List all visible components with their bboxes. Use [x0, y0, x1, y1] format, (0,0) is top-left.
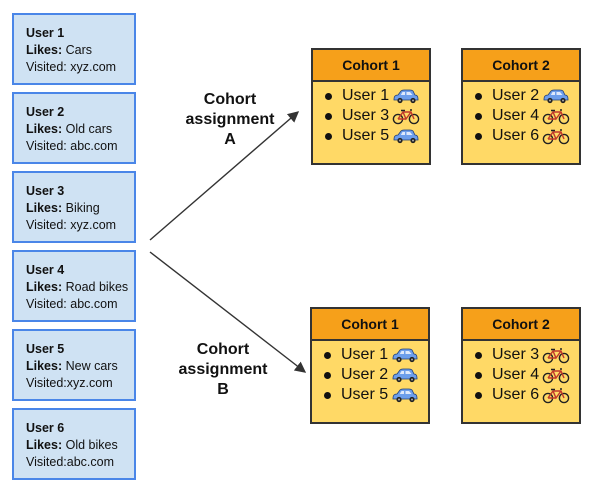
user-likes: Likes: New cars: [26, 359, 118, 373]
cohort-member: User 6: [469, 385, 579, 405]
bullet: [324, 351, 331, 359]
user-card-4: User 4 Likes: Road bikes Visited: abc.co…: [12, 250, 136, 322]
cohort-member-list: User 3 User 4 User 6: [463, 341, 579, 405]
bullet: [325, 112, 332, 120]
member-label: User 2: [341, 366, 389, 383]
bike-icon: [392, 107, 420, 125]
bullet: [475, 371, 482, 379]
user-card-3: User 3 Likes: Biking Visited: xyz.com: [12, 171, 136, 243]
cohort-title: Cohort 2: [463, 309, 579, 341]
car-icon: [392, 127, 420, 145]
cohort-a-2: Cohort 2 User 2 User 4 User 6: [461, 48, 581, 165]
bike-icon: [542, 107, 570, 125]
member-label: User 3: [492, 346, 540, 363]
car-icon: [391, 346, 419, 364]
assignment-a-label: Cohort assignment A: [185, 91, 275, 148]
bullet: [475, 351, 482, 359]
cohort-b-2: Cohort 2 User 3 User 4 User 6: [461, 307, 581, 424]
cohort-member-list: User 2 User 4 User 6: [463, 82, 579, 146]
user-likes: Likes: Road bikes: [26, 280, 129, 294]
bike-icon: [542, 346, 570, 364]
user-name: User 4: [26, 263, 65, 277]
member-label: User 5: [341, 386, 389, 403]
member-label: User 5: [342, 127, 390, 144]
cohort-a-1: Cohort 1 User 1 User 3 User 5: [311, 48, 431, 165]
member-label: User 4: [492, 107, 540, 124]
user-card-5: User 5 Likes: New cars Visited:xyz.com: [12, 329, 136, 401]
assignment-b-label: Cohort assignment B: [178, 341, 268, 398]
car-icon: [391, 366, 419, 384]
cohort-b-1: Cohort 1 User 1 User 2 User 5: [310, 307, 430, 424]
user-visited: Visited:xyz.com: [26, 376, 113, 390]
bullet: [475, 391, 482, 399]
bike-icon: [542, 366, 570, 384]
cohort-member: User 3: [319, 106, 429, 126]
cohort-member: User 5: [318, 385, 428, 405]
car-icon: [392, 87, 420, 105]
user-visited: Visited:abc.com: [26, 455, 115, 469]
cohort-member: User 1: [318, 345, 428, 365]
cohort-member: User 2: [469, 86, 579, 106]
cohort-member: User 1: [319, 86, 429, 106]
car-icon: [391, 386, 419, 404]
member-label: User 1: [342, 87, 390, 104]
member-label: User 3: [342, 107, 390, 124]
user-visited: Visited: xyz.com: [26, 60, 117, 74]
cohort-member-list: User 1 User 2 User 5: [312, 341, 428, 405]
user-likes: Likes: Old bikes: [26, 438, 118, 452]
bullet: [325, 92, 332, 100]
bullet: [325, 132, 332, 140]
bike-icon: [542, 386, 570, 404]
bike-icon: [542, 127, 570, 145]
user-visited: Visited: abc.com: [26, 297, 118, 311]
cohort-member: User 3: [469, 345, 579, 365]
user-likes: Likes: Old cars: [26, 122, 113, 136]
user-name: User 6: [26, 421, 65, 435]
cohort-title: Cohort 1: [312, 309, 428, 341]
bullet: [324, 371, 331, 379]
user-likes: Likes: Biking: [26, 201, 100, 215]
arrow-to-assignment-a: [149, 111, 300, 241]
cohort-member: User 4: [469, 106, 579, 126]
bullet: [475, 132, 482, 140]
user-name: User 3: [26, 184, 65, 198]
user-name: User 5: [26, 342, 65, 356]
user-visited: Visited: abc.com: [26, 139, 118, 153]
cohort-title: Cohort 1: [313, 50, 429, 82]
member-label: User 4: [492, 366, 540, 383]
cohort-member: User 2: [318, 365, 428, 385]
user-name: User 1: [26, 26, 65, 40]
user-card-2: User 2 Likes: Old cars Visited: abc.com: [12, 92, 136, 164]
cohort-member: User 4: [469, 365, 579, 385]
member-label: User 6: [492, 386, 540, 403]
bullet: [475, 112, 482, 120]
user-card-6: User 6 Likes: Old bikes Visited:abc.com: [12, 408, 136, 480]
member-label: User 6: [492, 127, 540, 144]
cohort-member-list: User 1 User 3 User 5: [313, 82, 429, 146]
member-label: User 2: [492, 87, 540, 104]
car-icon: [542, 87, 570, 105]
user-likes: Likes: Cars: [26, 43, 93, 57]
user-name: User 2: [26, 105, 65, 119]
cohort-member: User 6: [469, 126, 579, 146]
bullet: [324, 391, 331, 399]
arrow-to-assignment-b: [149, 251, 307, 373]
bullet: [475, 92, 482, 100]
cohort-title: Cohort 2: [463, 50, 579, 82]
user-card-1: User 1 Likes: Cars Visited: xyz.com: [12, 13, 136, 85]
cohort-member: User 5: [319, 126, 429, 146]
user-visited: Visited: xyz.com: [26, 218, 117, 232]
member-label: User 1: [341, 346, 389, 363]
